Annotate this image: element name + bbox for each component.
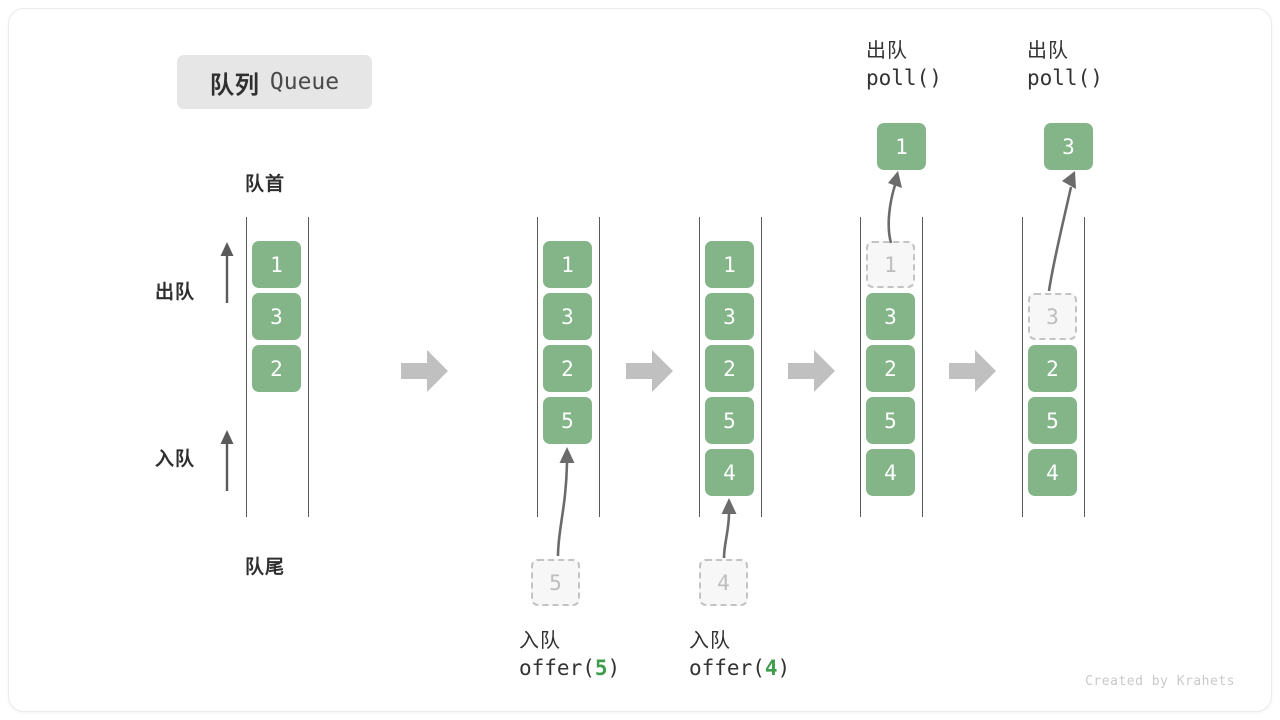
queue-element-removed: 3	[1028, 293, 1077, 340]
code-value: 4	[764, 655, 778, 680]
queue-element-new: 5	[543, 397, 592, 444]
queue-element: 2	[866, 345, 915, 392]
caption-offer-4: 入队 offer(4)	[689, 629, 790, 681]
code-prefix: offer(	[519, 655, 595, 680]
ghost-input-box: 4	[699, 559, 748, 606]
queue-element: 4	[1028, 449, 1077, 496]
step-arrow-icon	[401, 350, 448, 392]
offer-insert-arrow-icon	[556, 447, 575, 557]
step-arrow-icon	[626, 350, 673, 392]
caption-offer-5-code: offer(5)	[519, 655, 620, 682]
rail-right	[599, 217, 600, 517]
queue-element: 3	[543, 293, 592, 340]
title-chinese: 队列	[209, 71, 260, 99]
title-english: Queue	[269, 69, 340, 95]
offer-insert-arrow-icon	[721, 498, 737, 559]
rail-left	[699, 217, 700, 517]
queue-tail-label: 队尾	[245, 557, 286, 578]
queue-element: 5	[866, 397, 915, 444]
title-badge: 队列 Queue	[177, 55, 372, 109]
caption-poll-3: 出队 poll()	[1027, 39, 1103, 91]
queue-head-label: 队首	[245, 174, 286, 195]
poll-remove-arrow-icon	[1047, 171, 1076, 292]
queue-element: 1	[705, 241, 754, 288]
caption-poll-1-code: poll()	[866, 65, 942, 90]
queue-element: 3	[866, 293, 915, 340]
rail-right	[308, 217, 309, 517]
step-arrow-icon	[788, 350, 835, 392]
queue-element: 3	[252, 293, 301, 340]
caption-poll-1-cn: 出队	[866, 40, 908, 62]
queue-element: 5	[705, 397, 754, 444]
queue-element: 2	[1028, 345, 1077, 392]
code-prefix: offer(	[689, 655, 765, 680]
code-suffix: )	[607, 655, 621, 680]
step-arrow-icon	[949, 350, 996, 392]
watermark: Created by Krahets	[1085, 674, 1235, 689]
queue-element-removed: 1	[866, 241, 915, 288]
queue-element: 3	[705, 293, 754, 340]
poll-result-box: 1	[877, 123, 926, 170]
queue-element: 1	[543, 241, 592, 288]
enqueue-direction-label: 入队	[155, 449, 196, 470]
queue-element: 5	[1028, 397, 1077, 444]
ghost-input-box: 5	[531, 559, 580, 606]
rail-right	[922, 217, 923, 517]
rail-right	[761, 217, 762, 517]
rail-left	[860, 217, 861, 517]
queue-element: 1	[252, 241, 301, 288]
rail-left	[537, 217, 538, 517]
queue-element-new: 4	[705, 449, 754, 496]
poll-result-box: 3	[1044, 123, 1093, 170]
rail-left	[1022, 217, 1023, 517]
queue-element: 2	[705, 345, 754, 392]
enqueue-direction-arrow-icon	[220, 430, 234, 491]
dequeue-direction-label: 出队	[155, 282, 196, 303]
rail-left	[246, 217, 247, 517]
code-value: 5	[594, 655, 608, 680]
rail-right	[1084, 217, 1085, 517]
caption-offer-4-cn: 入队	[689, 630, 731, 652]
caption-offer-4-code: offer(4)	[689, 655, 790, 682]
caption-offer-5-cn: 入队	[519, 630, 561, 652]
caption-offer-5: 入队 offer(5)	[519, 629, 620, 681]
queue-element: 2	[543, 345, 592, 392]
diagram-card: 队列 Queue 队首 队尾 出队 入队 1 3 2	[8, 8, 1272, 712]
caption-poll-1: 出队 poll()	[866, 39, 942, 91]
dequeue-direction-arrow-icon	[220, 242, 234, 303]
queue-element: 2	[252, 345, 301, 392]
poll-remove-arrow-icon	[887, 171, 902, 244]
caption-poll-3-cn: 出队	[1027, 40, 1069, 62]
code-suffix: )	[777, 655, 791, 680]
queue-element: 4	[866, 449, 915, 496]
caption-poll-3-code: poll()	[1027, 65, 1103, 90]
